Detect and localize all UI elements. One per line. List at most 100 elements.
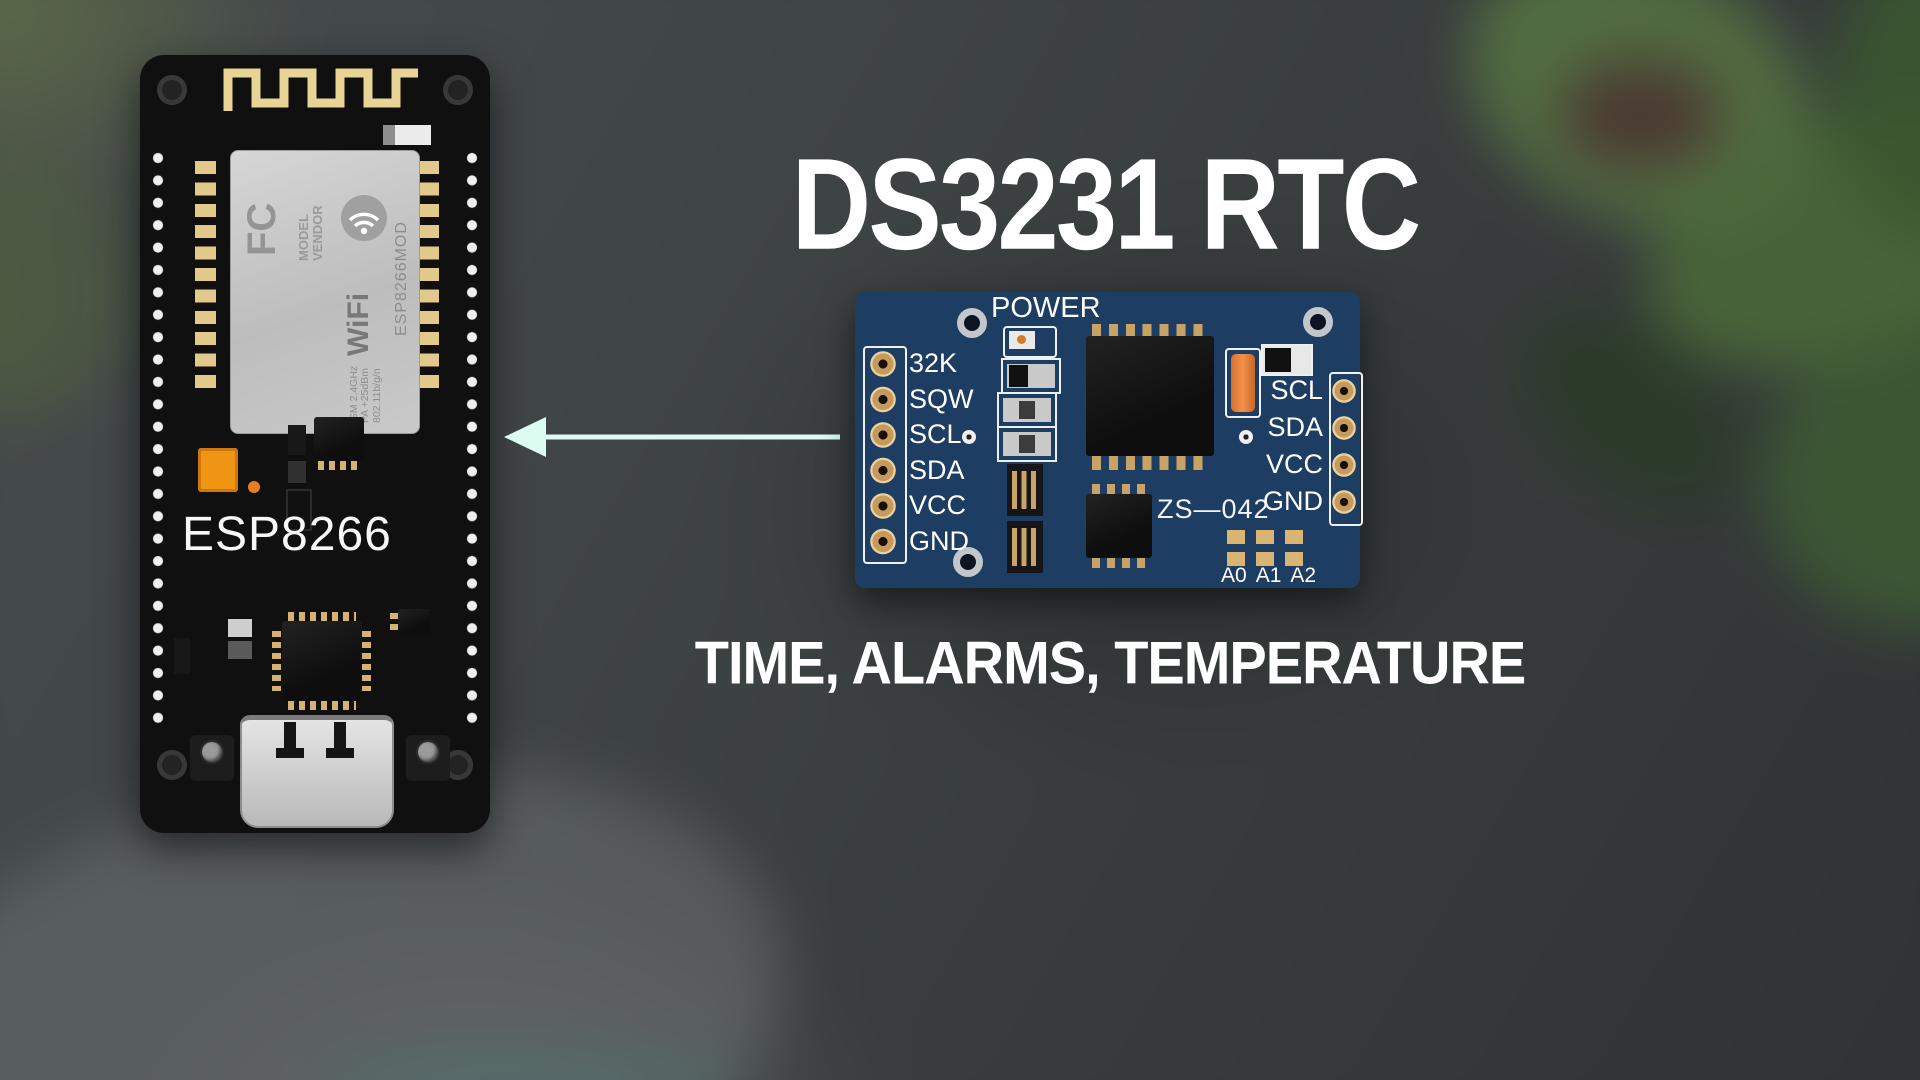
push-button-left: [190, 735, 234, 781]
led: [248, 481, 260, 493]
esp-module-shield: FC MODEL VENDOR WiFi ESP8266MOD ISM 2.4G…: [230, 150, 420, 434]
module-name-text: ESP8266MOD: [393, 221, 410, 336]
pin-label-scl: SCL: [909, 419, 962, 449]
micro-usb-port: [240, 715, 394, 828]
push-button-right: [406, 735, 450, 781]
smd-component: [174, 638, 190, 674]
module-specs-text: ISM 2.4GHz PA +25dBm 802.11b/g/n: [348, 365, 383, 423]
pin-label-vcc: VCC: [909, 490, 967, 520]
pin-label-gnd: GND: [909, 525, 969, 556]
jumper-pad: [1256, 530, 1274, 544]
castellated-pads-left: [195, 161, 216, 393]
page-title: DS3231 RTC: [791, 131, 1422, 277]
resistor-pins: [1012, 471, 1038, 509]
jumper-pad: [1256, 552, 1274, 566]
smd-band: [1019, 435, 1035, 453]
fcc-logo: FC: [240, 202, 284, 256]
led-dot: [1017, 335, 1026, 344]
plant-stem: [1560, 60, 1720, 170]
smd-component-box: [1261, 344, 1313, 376]
mounting-hole: [157, 750, 187, 780]
usb-uart-chip-legs: [288, 701, 356, 710]
eeprom-chip-legs: [1092, 484, 1146, 495]
smd-component: [286, 489, 312, 531]
mounting-hole: [157, 75, 187, 105]
usb-pin: [326, 748, 354, 758]
power-led: [1003, 326, 1057, 358]
pin-label-sqw: SQW: [909, 383, 974, 414]
jumper-pad: [1227, 552, 1245, 566]
smd-component-box: [1001, 358, 1061, 394]
jumper-label-a2: A2: [1290, 564, 1317, 587]
test-point: [1239, 430, 1253, 444]
address-jumper-labels: A0 A1 A2: [1221, 564, 1316, 588]
right-pin-holes: [1329, 372, 1359, 522]
ds3231-chip-legs: [1092, 456, 1210, 470]
smd-component: [228, 619, 252, 637]
pin-label-32k: 32K: [909, 348, 958, 378]
smd-body: [1003, 432, 1051, 456]
regulator-legs: [318, 461, 360, 470]
usb-pin: [284, 722, 296, 756]
background-object: [320, 1068, 740, 1080]
test-point: [962, 430, 976, 444]
chip-legs: [390, 613, 398, 631]
mounting-hole: [953, 547, 983, 577]
smd-band: [1019, 401, 1035, 419]
rtc-left-pin-labels: 32K SQW SCL SDA VCC GND: [909, 346, 974, 559]
resistor-pack: [1007, 464, 1043, 516]
esp8266-board: FC MODEL VENDOR WiFi ESP8266MOD ISM 2.4G…: [140, 55, 490, 833]
smd-dark-half: [1009, 365, 1029, 387]
mounting-hole: [1303, 307, 1333, 337]
power-label: POWER: [991, 292, 1101, 324]
jumper-pad: [1227, 530, 1245, 544]
plant-leaf: [0, 160, 130, 420]
capacitor-silkscreen: [1225, 348, 1261, 418]
eeprom-chip: [1086, 494, 1152, 558]
button-cap: [418, 742, 438, 762]
usb-pin: [276, 748, 304, 758]
castellated-pads-right: [418, 161, 439, 393]
button-cap: [202, 742, 222, 762]
esp8266-silkscreen-label: ESP8266: [182, 508, 392, 561]
left-pin-holes: [863, 346, 903, 560]
model-number-label: ZS—042: [1157, 494, 1270, 524]
pin-label-sda: SDA: [909, 454, 965, 485]
plant-leaf: [1760, 330, 1920, 630]
ds3231-chip-legs: [1092, 324, 1210, 338]
jumper-pad: [1285, 552, 1303, 566]
voltage-regulator-chip: [314, 417, 364, 461]
smd-component: [288, 425, 306, 455]
smd-component: [383, 125, 431, 145]
small-chip: [398, 609, 430, 635]
eeprom-chip-legs: [1092, 557, 1146, 568]
mounting-hole: [957, 308, 987, 338]
usb-uart-chip-legs: [288, 612, 356, 621]
jumper-label-a1: A1: [1255, 564, 1282, 587]
smd-component-box: [997, 426, 1057, 462]
usb-pin: [334, 722, 346, 756]
rtc-right-pin-labels: SCL SDA VCC GND: [1235, 372, 1323, 520]
smd-body: [1003, 398, 1051, 422]
resistor-pack: [1007, 521, 1043, 573]
resistor-pins: [1012, 528, 1038, 566]
jumper-label-a0: A0: [1221, 564, 1247, 587]
connection-arrow: [504, 417, 840, 457]
usb-uart-chip-legs: [362, 631, 371, 691]
jumper-pad: [1285, 530, 1303, 544]
tantalum-capacitor: [198, 448, 238, 492]
pin-label-vcc: VCC: [1265, 449, 1323, 479]
mounting-hole: [443, 75, 473, 105]
pin-hole-column-left: [148, 147, 168, 730]
electrolytic-capacitor: [1231, 354, 1255, 412]
usb-uart-chip: [282, 621, 362, 701]
pin-label-sda: SDA: [1267, 412, 1323, 442]
smd-component: [288, 461, 306, 483]
pin-label-gnd: GND: [1263, 486, 1323, 516]
smd-body: [1007, 364, 1055, 388]
smd-component-box: [997, 392, 1057, 428]
subtitle-text: TIME, ALARMS, TEMPERATURE: [694, 628, 1527, 697]
address-jumper-pads: [1227, 530, 1307, 566]
ds3231-chip: [1086, 336, 1214, 456]
